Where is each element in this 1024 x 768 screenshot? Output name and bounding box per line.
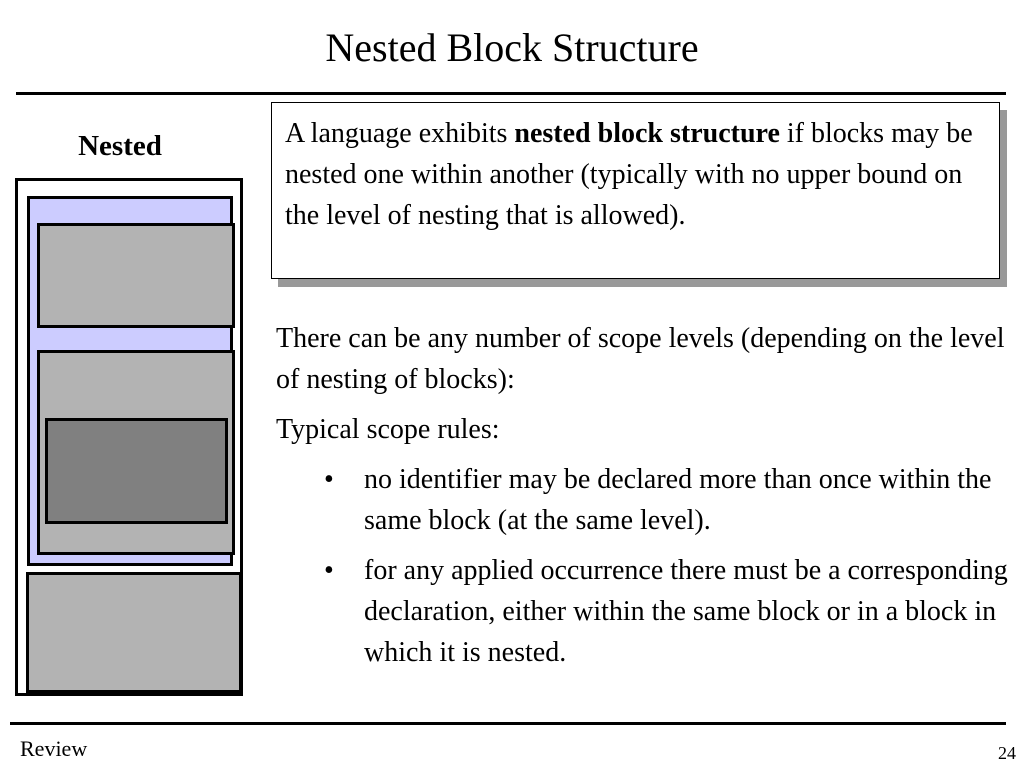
nested-block xyxy=(27,196,235,566)
list-item: • no identifier may be declared more than… xyxy=(276,459,1016,541)
bullet-icon: • xyxy=(324,464,334,495)
innermost-block xyxy=(45,418,228,524)
list-item-text: no identifier may be declared more than … xyxy=(364,464,992,536)
definition-lead: A language exhibits xyxy=(285,118,515,149)
inner-block-second xyxy=(37,350,235,555)
outer-block xyxy=(15,178,243,696)
scope-rules-list: • no identifier may be declared more than… xyxy=(276,459,1016,673)
definition-term: nested block structure xyxy=(514,118,780,149)
footer-label: Review xyxy=(20,736,88,761)
sibling-block xyxy=(26,572,242,693)
bullet-icon: • xyxy=(324,555,334,586)
page-number: 24 xyxy=(998,743,1016,763)
footer-divider xyxy=(10,722,1006,725)
list-item: • for any applied occurrence there must b… xyxy=(276,550,1016,673)
paragraph-scope-rules: Typical scope rules: xyxy=(276,414,500,445)
slide-title: Nested Block Structure xyxy=(325,25,699,70)
body-text: There can be any number of scope levels … xyxy=(276,318,1016,682)
diagram-label: Nested xyxy=(78,130,162,162)
inner-block-first xyxy=(37,223,235,328)
list-item-text: for any applied occurrence there must be… xyxy=(364,555,1008,668)
definition-rest: if blocks may be nested one within anoth… xyxy=(285,118,973,231)
definition-box: A language exhibits nested block structu… xyxy=(271,102,1000,279)
title-divider xyxy=(16,92,1006,95)
paragraph-scope-levels: There can be any number of scope levels … xyxy=(276,323,1005,395)
